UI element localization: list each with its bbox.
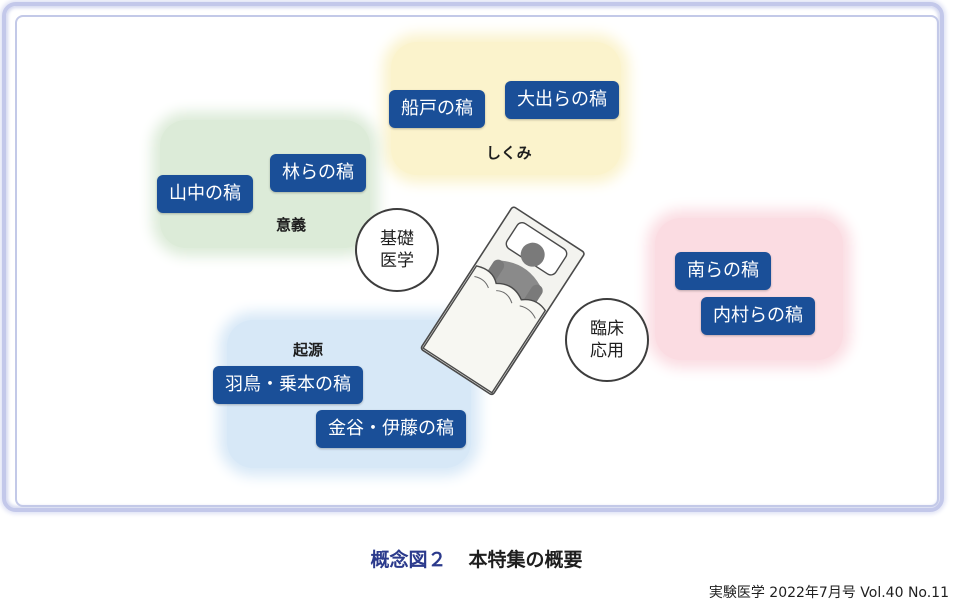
tag-funato: 船戸の稿 [389, 90, 485, 128]
circle-basic-line1: 基礎 [380, 229, 414, 249]
publication-credit: 実験医学 2022年7月号 Vol.40 No.11 [708, 585, 949, 601]
figure-title: 本特集の概要 [468, 549, 583, 571]
circle-clinical-application: 臨床 応用 [565, 298, 649, 382]
diagram-inner-border [15, 15, 939, 507]
figure-number: 概念図２ [370, 549, 447, 571]
tag-hayashi: 林らの稿 [270, 154, 366, 192]
zone-label-origin: 起源 [293, 341, 324, 359]
zone-label-significance: 意義 [276, 216, 307, 234]
bed-with-patient-icon [420, 206, 585, 396]
zone-label-mechanism: しくみ [486, 144, 532, 162]
tag-minami: 南らの稿 [675, 252, 771, 290]
tag-uchimura: 内村らの稿 [701, 297, 815, 335]
tag-kanaya-ito: 金谷・伊藤の稿 [316, 410, 466, 448]
tag-oide: 大出らの稿 [505, 81, 619, 119]
circle-clinical-line1: 臨床 [590, 319, 624, 339]
tag-hatori-norimoto: 羽鳥・乗本の稿 [213, 366, 363, 404]
tag-yamanaka: 山中の稿 [157, 175, 253, 213]
circle-clinical-line2: 応用 [590, 341, 624, 361]
figure-caption: 概念図２ 本特集の概要 [0, 545, 953, 572]
circle-basic-medicine: 基礎 医学 [355, 208, 439, 292]
circle-basic-line2: 医学 [380, 251, 414, 271]
